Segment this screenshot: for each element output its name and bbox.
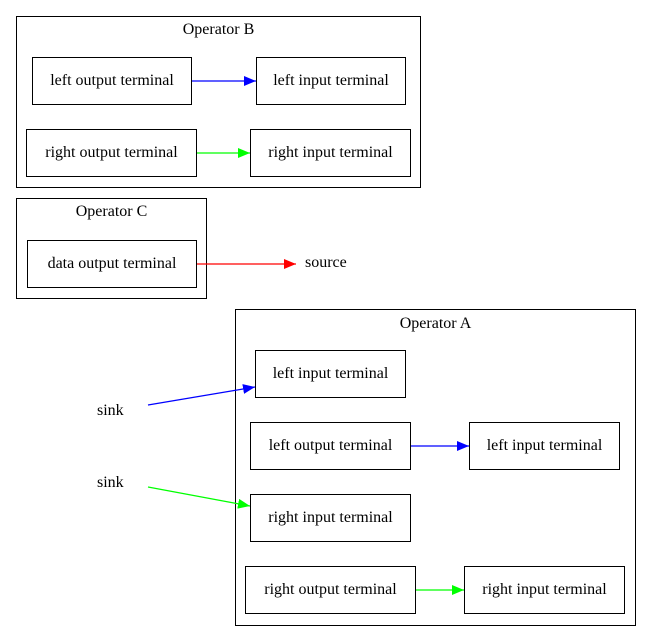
node-sink-left[interactable]: sink: [97, 402, 124, 419]
node-c-data-output[interactable]: data output terminal: [27, 240, 197, 288]
cluster-title-operator-c: Operator C: [75, 203, 148, 220]
cluster-operator-b: Operator B: [16, 16, 421, 188]
node-a-left-input[interactable]: left input terminal: [255, 350, 406, 398]
cluster-operator-c: Operator C: [16, 198, 207, 299]
node-b-right-input[interactable]: right input terminal: [250, 129, 411, 177]
edge-sink-to-a-left-input: [147, 384, 256, 406]
node-b-right-output[interactable]: right output terminal: [26, 129, 197, 177]
cluster-title-operator-a: Operator A: [399, 315, 472, 332]
node-a-right-output[interactable]: right output terminal: [245, 566, 416, 614]
node-a-left-output[interactable]: left output terminal: [250, 422, 411, 470]
node-a-left-input-2[interactable]: left input terminal: [469, 422, 620, 470]
node-a-right-input-2[interactable]: right input terminal: [464, 566, 625, 614]
node-a-right-input[interactable]: right input terminal: [250, 494, 411, 542]
edge-sink-to-a-right-input: [147, 486, 251, 509]
node-source[interactable]: source: [305, 254, 347, 271]
node-b-left-input[interactable]: left input terminal: [256, 57, 406, 105]
cluster-operator-a: Operator A: [235, 309, 636, 626]
node-sink-right[interactable]: sink: [97, 474, 124, 491]
node-b-left-output[interactable]: left output terminal: [32, 57, 192, 105]
cluster-title-operator-b: Operator B: [182, 21, 255, 38]
